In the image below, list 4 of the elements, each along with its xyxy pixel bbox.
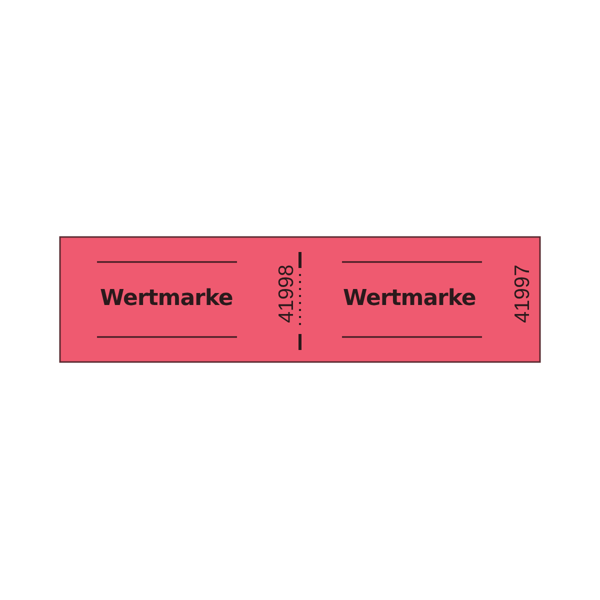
serial-number: 41997: [512, 264, 533, 323]
serial-number: 41998: [276, 264, 297, 323]
ticket-title: Wertmarke: [343, 288, 476, 310]
ticket-title: Wertmarke: [100, 288, 233, 310]
